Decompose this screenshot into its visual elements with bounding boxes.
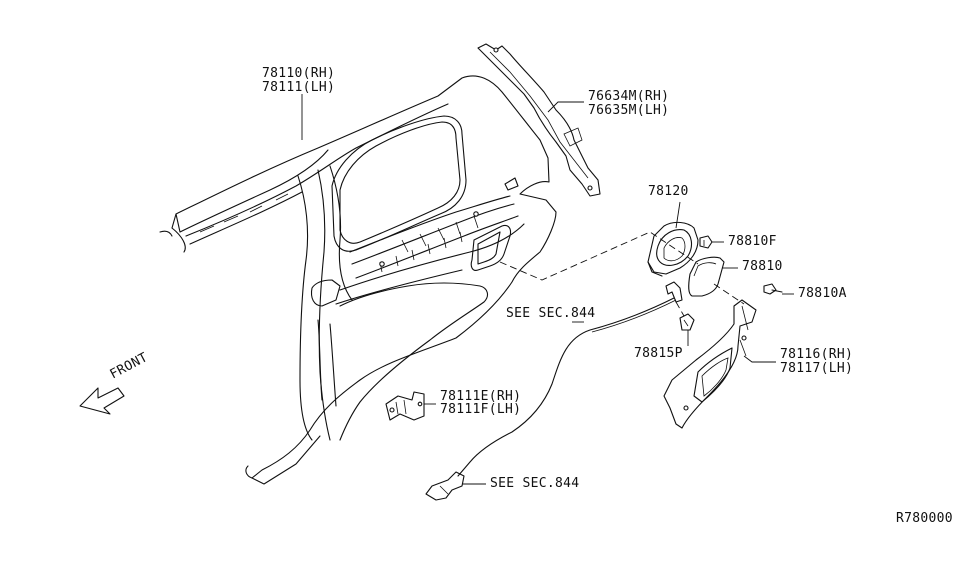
fuel-lid-part (688, 256, 725, 297)
label-78110-rh: 78110(RH) (262, 66, 336, 81)
label-see-sec-844-upper: SEE SEC.844 (506, 306, 596, 321)
label-76634m-rh: 76634M(RH) (588, 89, 670, 104)
lid-latch-part (679, 313, 695, 331)
inner-bracket-part (385, 391, 425, 421)
fuel-filler-base-part (647, 221, 699, 277)
assembly-line-lid (713, 283, 745, 305)
diagram-code: R780000 (896, 511, 953, 526)
label-76635m-lh: 76635M(LH) (588, 103, 670, 118)
label-78111e-rh: 78111E(RH) (440, 389, 522, 404)
assembly-line-filler (499, 231, 699, 281)
label-78116-rh: 78116(RH) (780, 347, 854, 362)
filler-housing-part (663, 299, 757, 429)
label-78810: 78810 (742, 259, 783, 274)
pillar-brace-part (477, 43, 601, 197)
label-78815p: 78815P (634, 346, 683, 361)
label-78111-lh: 78111(LH) (262, 80, 336, 95)
label-78810f: 78810F (728, 234, 777, 249)
leader-lines (301, 94, 794, 485)
label-78810a: 78810A (798, 286, 847, 301)
screw-part (763, 283, 783, 295)
label-78117-lh: 78117(LH) (780, 361, 854, 376)
rear-quarter-panel (159, 75, 557, 485)
opener-cable (425, 297, 677, 501)
label-see-sec-844-lower: SEE SEC.844 (490, 476, 580, 491)
grommet-part (699, 235, 713, 249)
lid-hinge-part (665, 281, 683, 303)
assembly-line-latch (675, 301, 685, 317)
label-78120: 78120 (648, 184, 689, 199)
label-78111f-lh: 78111F(LH) (440, 402, 522, 417)
front-direction-arrow (79, 387, 125, 415)
